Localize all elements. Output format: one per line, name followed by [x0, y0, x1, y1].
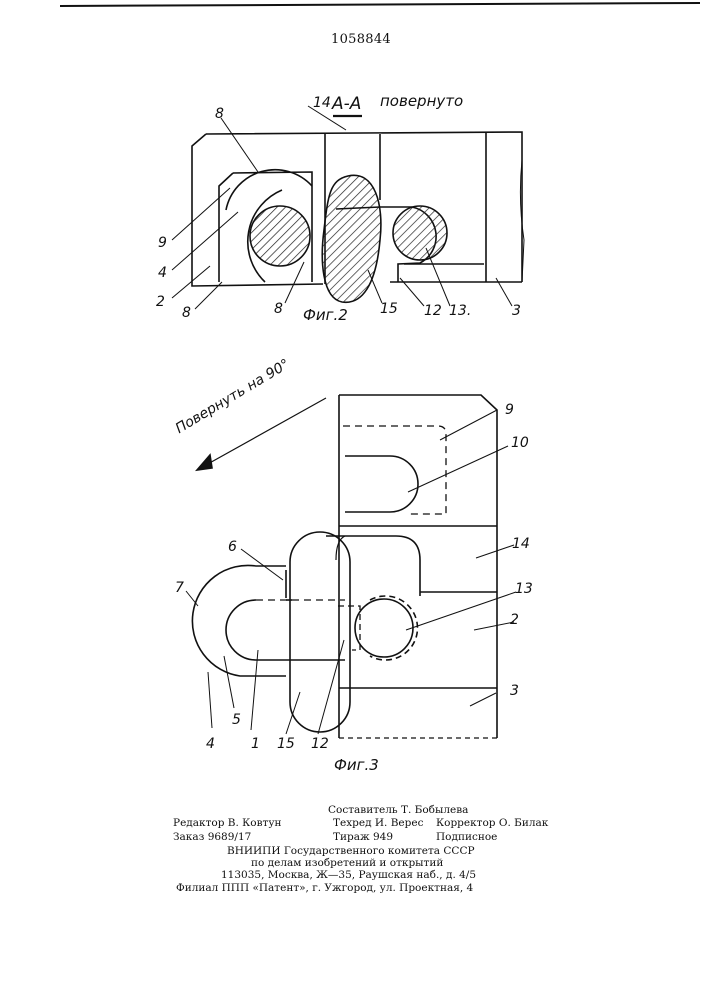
imprint-branch: Филиал ППП «Патент», г. Ужгород, ул. Про… — [176, 883, 473, 894]
callout-f3-15: 15 — [277, 737, 295, 751]
hatched-pin-13 — [393, 206, 447, 260]
top-rule — [60, 3, 700, 6]
callout-14: 14 — [313, 96, 331, 110]
imprint-editor: Редактор В. Ковтун — [173, 818, 282, 829]
callout-f3-12: 12 — [311, 737, 329, 751]
imprint-org-line1: ВНИИПИ Государственного комитета СССР — [227, 846, 475, 857]
callout-9: 9 — [158, 236, 167, 250]
figure-2 — [172, 106, 524, 309]
section-label: А-А — [332, 96, 361, 113]
hatched-link-15 — [322, 175, 381, 302]
callout-12: 12 — [424, 304, 442, 318]
callout-4: 4 — [158, 266, 167, 280]
hatched-pin-left — [250, 206, 310, 266]
imprint-circulation: Тираж 949 — [333, 832, 393, 843]
callout-3: 3 — [512, 304, 521, 318]
imprint-compiler: Составитель Т. Бобылева — [328, 805, 468, 816]
figure-3 — [186, 395, 516, 738]
callout-8b: 8 — [182, 306, 191, 320]
section-note: повернуто — [380, 94, 463, 109]
callout-f3-6: 6 — [228, 540, 237, 554]
callout-15: 15 — [380, 302, 398, 316]
patent-number: 1058844 — [331, 33, 391, 46]
callout-f3-7: 7 — [175, 581, 184, 595]
callout-f3-9: 9 — [505, 403, 514, 417]
imprint-order: Заказ 9689/17 — [173, 832, 251, 843]
callout-f3-1: 1 — [251, 737, 260, 751]
imprint-techred: Техред И. Верес — [333, 818, 423, 829]
callout-8: 8 — [215, 107, 224, 121]
imprint-org-line2: по делам изобретений и открытий — [251, 858, 443, 869]
figure-2-caption: Фиг.2 — [303, 308, 348, 323]
callout-f3-2: 2 — [510, 613, 519, 627]
imprint-address: 113035, Москва, Ж—35, Раушская наб., д. … — [221, 870, 476, 881]
callout-8c: 8 — [274, 302, 283, 316]
callout-f3-10: 10 — [511, 436, 529, 450]
figure-3-caption: Фиг.3 — [334, 758, 379, 773]
callout-f3-14: 14 — [512, 537, 530, 551]
callout-f3-5: 5 — [232, 713, 241, 727]
callout-f3-13: 13 — [515, 582, 533, 596]
imprint-subscription: Подписное — [436, 832, 497, 843]
callout-2: 2 — [156, 295, 165, 309]
callout-f3-3: 3 — [510, 684, 519, 698]
callout-13: 13. — [449, 304, 471, 318]
imprint-corrector: Корректор О. Билак — [436, 818, 548, 829]
callout-f3-4: 4 — [206, 737, 215, 751]
